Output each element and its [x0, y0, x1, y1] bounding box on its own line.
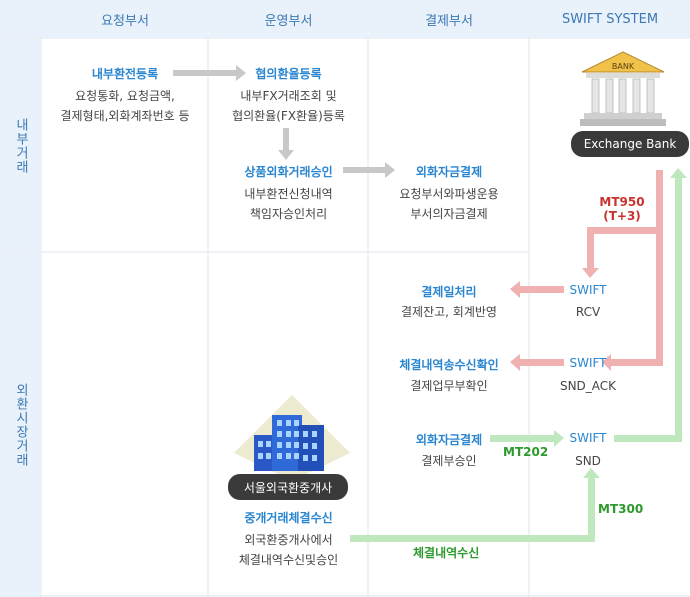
label-t3: (T+3) [603, 209, 641, 223]
arrow-green-up [675, 178, 682, 442]
bank-building-icon: BANK [580, 51, 666, 126]
swift-rcv-title: SWIFT [569, 283, 607, 297]
node-rate-reg-desc2: 협의환율(FX환율)등록 [232, 109, 345, 123]
swift-snd-sub: SND [575, 454, 601, 468]
arrow-fxreg-to-rate [173, 70, 236, 76]
arrow-green-bottom [350, 535, 595, 542]
label-mt950: MT950 [599, 195, 645, 209]
arrow-red-branch [587, 227, 663, 234]
arrow-green-mt300-head [583, 468, 600, 478]
node-product-approve-title: 상품외화거래승인 [244, 165, 333, 179]
arrow-red-branch-down [587, 227, 594, 269]
arrow-red-branch-head [582, 268, 599, 278]
arrow-red-to-sndack [610, 359, 663, 366]
header-settlement-dept: 결제부서 [369, 0, 529, 38]
bank-sign-text: BANK [612, 62, 635, 71]
row-label-external-text: 외환시장거래 [13, 382, 28, 467]
swift-snd-ack-title: SWIFT [569, 356, 607, 370]
arrow-fxreg-to-rate-head [236, 65, 246, 81]
node-rate-reg-title: 협의환율등록 [255, 67, 322, 81]
arrow-approve-to-settle-head [385, 162, 395, 178]
arrow-red-sndack-to-confirm-head [510, 354, 520, 371]
arrow-red-vertical [656, 170, 663, 366]
header-corner [0, 0, 41, 38]
node-fx-settle2-title: 외화자금결제 [415, 433, 483, 447]
node-fx-settle-desc1: 요청부서와파생운용 [399, 187, 499, 201]
node-product-approve-desc2: 책임자승인처리 [249, 207, 328, 221]
arrow-red-sndack-to-confirm [520, 359, 564, 366]
swift-snd-title: SWIFT [569, 431, 607, 445]
arrow-green-snd-right [614, 435, 682, 442]
broker-building-icon [234, 395, 350, 481]
node-settle-process-desc1: 결제잔고, 회계반영 [401, 305, 497, 319]
label-mt300: MT300 [598, 502, 644, 516]
node-broker-recv-title: 중개거래체결수신 [244, 511, 333, 525]
node-product-approve-desc1: 내부환전신청내역 [244, 187, 333, 201]
arrow-red-rcv-to-settle-head [510, 281, 520, 298]
node-confirm-recv-title: 체결내역송수신확인 [399, 358, 499, 372]
row-label-internal: 내부거래 [0, 39, 41, 252]
label-mt202: MT202 [503, 445, 549, 459]
red-arrows [510, 170, 663, 371]
node-confirm-recv-desc1: 결제업무부확인 [410, 379, 488, 393]
node-fx-settle-title: 외화자금결제 [415, 165, 483, 179]
green-arrows [350, 168, 687, 542]
arrow-green-mt202 [490, 435, 554, 442]
row-label-external: 외환시장거래 [0, 253, 41, 596]
arrow-rate-to-approve-head [278, 150, 294, 160]
swift-snd-ack-sub: SND_ACK [559, 379, 617, 393]
node-settle-process-title: 결제일처리 [421, 285, 477, 299]
node-internal-fx-reg-desc2: 결제형태,외화계좌번호 등 [60, 109, 190, 123]
node-rate-reg-desc1: 내부FX거래조회 및 [240, 89, 337, 103]
arrow-red-rcv-to-settle [520, 286, 564, 293]
exchange-bank-badge: Exchange Bank [571, 131, 689, 157]
node-broker-recv-desc2: 체결내역수신및승인 [238, 553, 339, 567]
header-operation-dept: 운영부서 [209, 0, 368, 38]
arrow-green-up-head [670, 168, 687, 178]
arrow-red-to-sndack-head [602, 354, 611, 371]
arrow-approve-to-settle [343, 167, 385, 173]
arrow-rate-to-approve [283, 128, 289, 150]
label-confirm-detail: 체결내역수신 [413, 546, 480, 560]
gray-arrows [173, 65, 395, 178]
arrow-green-mt202-head [554, 430, 564, 447]
broker-badge: 서울외국환중개사 [228, 474, 348, 500]
header-swift-system: SWIFT SYSTEM [530, 0, 690, 38]
node-fx-settle-desc2: 부서의자금결제 [410, 207, 488, 221]
node-broker-recv-desc1: 외국환중개사에서 [244, 533, 333, 547]
node-internal-fx-reg-title: 내부환전등록 [91, 67, 159, 81]
swift-rcv-sub: RCV [575, 305, 601, 319]
node-internal-fx-reg-desc1: 요청통화, 요청금액, [75, 89, 175, 103]
arrow-green-mt300-up [588, 478, 595, 542]
row-label-internal-text: 내부거래 [13, 117, 28, 174]
header-request-dept: 요청부서 [42, 0, 208, 38]
node-fx-settle2-desc1: 결제부승인 [421, 454, 477, 468]
